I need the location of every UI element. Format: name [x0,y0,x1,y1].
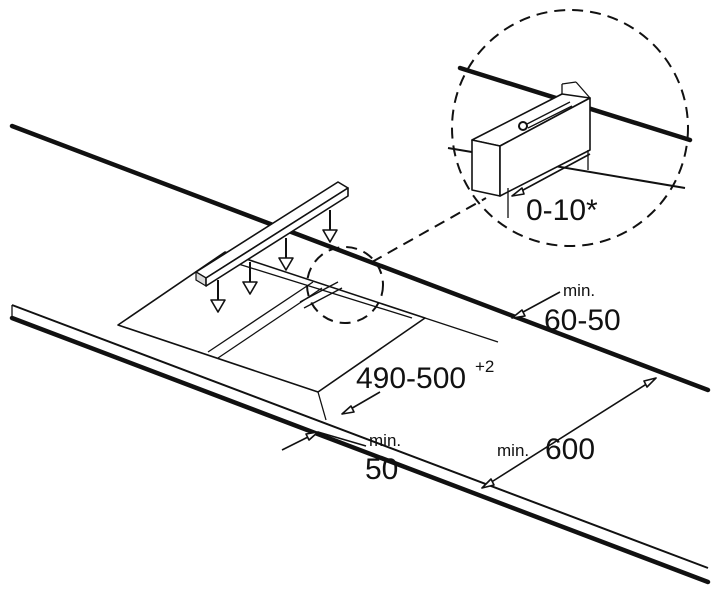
countertop-back-edge [9,123,711,393]
depth-min-label: min. [497,441,529,460]
arrow-down-icon [210,280,226,313]
detail-marker-circle [306,246,384,324]
depth-value-label: 600 [545,433,595,466]
magnified-detail [447,9,693,247]
mounting-rail [195,181,349,288]
dimension-rear [511,291,561,319]
countertop-front-top-edge [11,304,709,569]
side-min-label: min. [369,431,401,450]
screw-head-icon [518,121,528,131]
dimension-cutout-width [317,317,499,421]
arrow-down-icon [242,262,258,295]
rear-distance-label: 60-50 [544,304,621,337]
dimension-side [281,431,367,451]
cutout-width-tolerance: +2 [475,357,494,376]
dimension-gap [511,153,591,197]
dimension-depth [481,377,657,489]
detail-leader-line [371,197,487,263]
cutout-width-label: 490-500 [356,362,466,395]
rear-min-label: min. [563,281,595,300]
side-distance-label: 50 [365,453,398,486]
gap-dimension-label: 0-10* [526,194,598,227]
arrow-down-icon [322,210,338,243]
arrow-down-icon [278,238,294,271]
countertop-front-bottom-edge [9,315,711,585]
